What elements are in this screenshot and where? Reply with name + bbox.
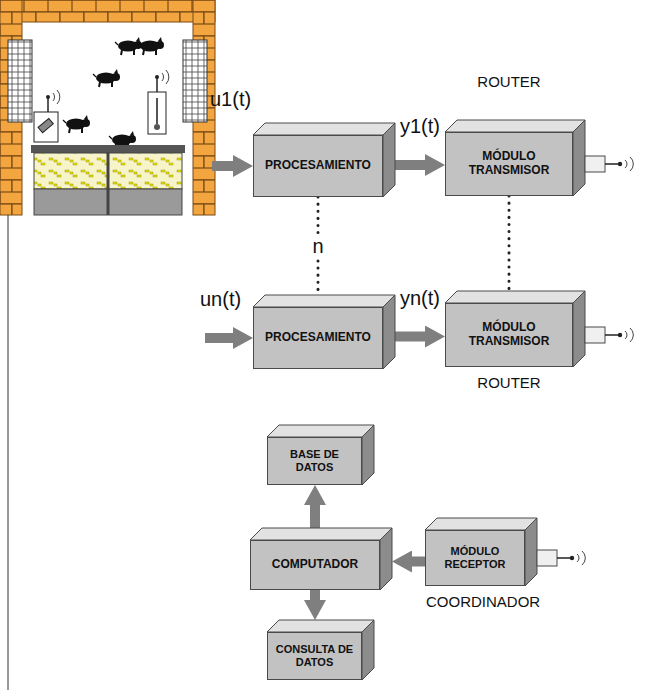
box-label: PROCESAMIENTO <box>260 159 376 173</box>
antenna-base <box>585 327 605 343</box>
antenna-symbol <box>585 327 633 343</box>
barn <box>0 0 215 215</box>
computer-box: COMPUTADOR <box>250 540 380 590</box>
input-arrow <box>205 333 233 343</box>
antenna-tip <box>155 75 159 79</box>
box-side-face <box>380 528 392 590</box>
input-arrow <box>212 161 233 171</box>
box-label: MÓDULO RECEPTOR <box>426 545 524 570</box>
box-side-face <box>573 291 585 367</box>
box-label: COMPUTADOR <box>267 558 363 572</box>
thermometer-tube <box>156 98 158 124</box>
box-side-face <box>383 123 395 197</box>
antenna-rod <box>605 334 619 336</box>
signal-arrow <box>395 332 425 342</box>
box-depth <box>445 291 647 369</box>
sensor-box <box>34 112 58 142</box>
sensor-probe <box>38 118 53 132</box>
antenna <box>156 78 158 92</box>
antenna-tip <box>618 333 622 337</box>
data-arrow <box>310 505 320 528</box>
box-top-face <box>267 620 374 632</box>
box-top-face <box>267 425 374 437</box>
antenna-base <box>537 550 557 566</box>
antenna-tip <box>46 95 50 99</box>
frame-line <box>8 215 9 690</box>
box-label: PROCESAMIENTO <box>260 331 376 345</box>
gas-sensor <box>34 90 60 142</box>
edge-label: yn(t) <box>398 287 442 309</box>
antenna-base <box>585 156 605 172</box>
box-top-face <box>253 123 395 135</box>
antenna-tip <box>570 556 574 560</box>
radio-waves <box>53 90 60 104</box>
query-box: CONSULTA DE DATOS <box>267 632 362 680</box>
vent-grill <box>8 40 32 122</box>
feeder-rim <box>31 145 185 153</box>
box-depth <box>445 120 647 198</box>
thermometer-bulb <box>154 124 160 130</box>
process-box: PROCESAMIENTO <box>253 307 383 369</box>
signal-name: un(t) <box>200 288 241 310</box>
box-label: BASE DE DATOS <box>268 448 361 473</box>
edge-label: y1(t) <box>398 115 442 137</box>
box-top-face <box>445 120 585 132</box>
role-label: ROUTER <box>477 73 540 90</box>
radio-waves <box>162 70 169 84</box>
antenna-tip <box>618 162 622 166</box>
radio-waves <box>625 328 633 342</box>
antenna-symbol <box>537 550 585 566</box>
antenna-symbol <box>585 156 633 172</box>
box-side-face <box>573 120 585 196</box>
box-label: MÓDULO TRANSMISOR <box>446 321 572 349</box>
role-label: ROUTER <box>477 374 540 391</box>
pig <box>93 69 120 87</box>
radio-waves <box>625 157 633 171</box>
box-side-face <box>383 295 395 369</box>
antenna-rod <box>557 557 571 559</box>
signal-arrow <box>395 160 425 170</box>
antenna-rod <box>605 163 619 165</box>
pig <box>115 37 142 55</box>
thermometer-box <box>148 92 166 134</box>
radio-waves <box>577 551 585 565</box>
box-top-face <box>425 518 537 530</box>
box-side-face <box>362 620 374 680</box>
vent-grill <box>183 40 207 122</box>
box-label: CONSULTA DE DATOS <box>268 643 361 668</box>
box-label: MÓDULO TRANSMISOR <box>446 150 572 178</box>
transmitter-module: MÓDULO TRANSMISORROUTER <box>445 132 573 196</box>
database-box: BASE DE DATOS <box>267 437 362 485</box>
box-side-face <box>525 518 537 586</box>
role-label: COORDINADOR <box>426 593 524 610</box>
feeder-divider <box>107 153 110 215</box>
edge-label: n <box>310 235 325 257</box>
process-box: PROCESAMIENTO <box>253 135 383 197</box>
box-top-face <box>445 291 585 303</box>
barn-floor <box>22 22 193 215</box>
box-top-face <box>253 295 395 307</box>
feeder <box>31 145 185 215</box>
data-arrow <box>412 557 425 567</box>
thermometer <box>148 70 169 134</box>
ellipsis-line <box>508 196 511 291</box>
receiver-module: MÓDULO RECEPTORCOORDINADOR <box>425 530 525 586</box>
signal-name: u1(t) <box>210 88 251 110</box>
transmitter-module: MÓDULO TRANSMISORROUTER <box>445 303 573 367</box>
pig <box>137 37 164 55</box>
box-top-face <box>250 528 392 540</box>
pig <box>63 115 90 133</box>
box-side-face <box>362 425 374 485</box>
brick-wall <box>0 0 215 22</box>
antenna <box>47 98 49 112</box>
data-arrow <box>310 590 320 600</box>
